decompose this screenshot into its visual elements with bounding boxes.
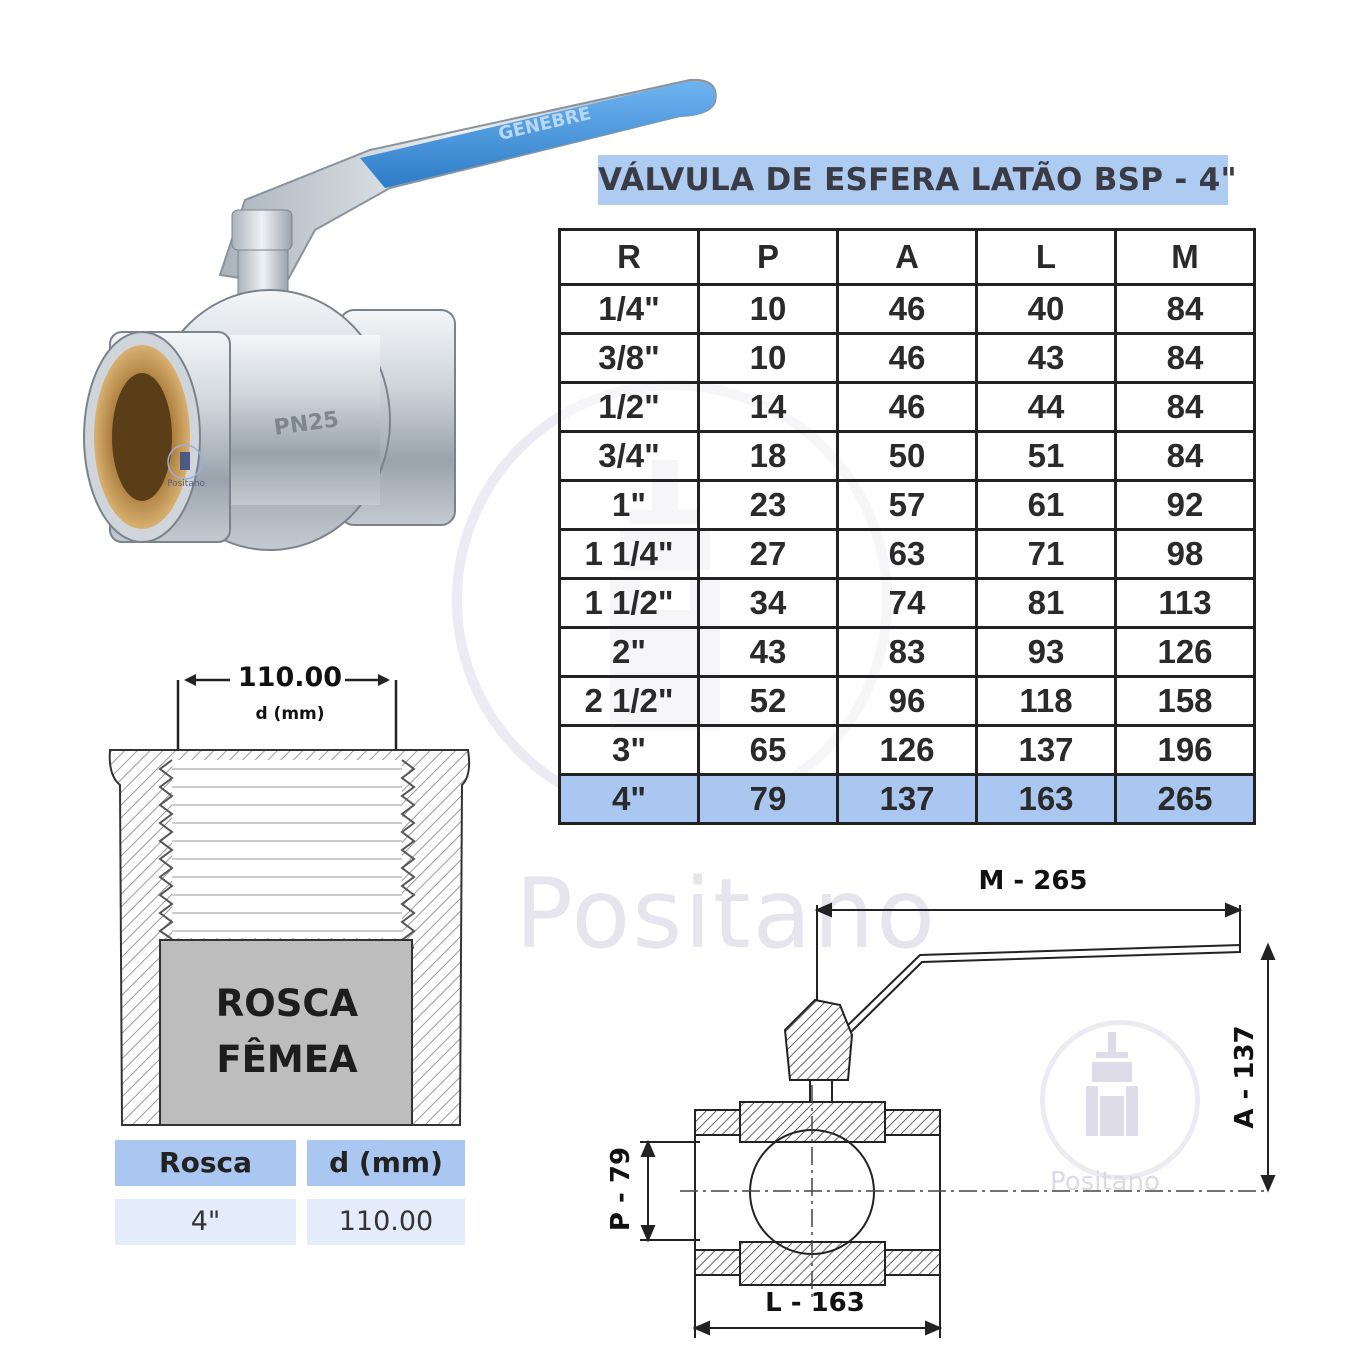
thread-table-header-rosca: Rosca [115,1140,296,1186]
spec-cell: 84 [1114,332,1256,384]
thread-table-cell-rosca: 4" [115,1199,296,1245]
thread-diameter-unit: d (mm) [255,704,325,724]
spec-cell: 46 [836,381,978,433]
spec-cell: 52 [697,675,839,727]
spec-cell: 265 [1114,773,1256,825]
dimension-p-label: P - 79 [606,1146,636,1232]
spec-cell: 84 [1114,283,1256,335]
spec-header-cell: P [697,228,839,286]
ball-valve-photo: GENEBRE PN25 [83,78,717,551]
thread-diameter-value: 110.00 [237,662,343,693]
spec-cell: 18 [697,430,839,482]
spec-cell: 34 [697,577,839,629]
spec-cell: 14 [697,381,839,433]
spec-cell: 1" [558,479,700,531]
spec-cell: 196 [1114,724,1256,776]
spec-cell: 65 [697,724,839,776]
spec-cell: 79 [697,773,839,825]
spec-cell: 51 [975,430,1117,482]
spec-header-cell: L [975,228,1117,286]
spec-cell: 1 1/4" [558,528,700,580]
spec-cell: 23 [697,479,839,531]
spec-header-cell: R [558,228,700,286]
thread-type-label-1: ROSCA [215,982,359,1025]
dimension-m-label: M - 265 [978,866,1088,896]
watermark-valve-icon-small [1086,1032,1138,1136]
spec-cell: 158 [1114,675,1256,727]
spec-cell: 3/4" [558,430,700,482]
spec-cell: 96 [836,675,978,727]
spec-cell: 46 [836,283,978,335]
spec-cell: 84 [1114,381,1256,433]
spec-cell: 43 [975,332,1117,384]
spec-cell: 83 [836,626,978,678]
photo-brand-label: Positano [167,479,206,489]
spec-cell: 2" [558,626,700,678]
spec-cell: 84 [1114,430,1256,482]
spec-cell: 163 [975,773,1117,825]
watermark-text: Positano [515,858,937,970]
spec-cell: 3" [558,724,700,776]
spec-cell: 1/4" [558,283,700,335]
spec-cell: 10 [697,332,839,384]
dimension-l-label: L - 163 [765,1288,865,1318]
spec-cell: 40 [975,283,1117,335]
valve-technical-drawing [640,902,1276,1338]
spec-cell: 74 [836,577,978,629]
spec-cell: 81 [975,577,1117,629]
spec-cell: 61 [975,479,1117,531]
spec-cell: 57 [836,479,978,531]
spec-cell: 2 1/2" [558,675,700,727]
spec-cell: 137 [836,773,978,825]
page-title: VÁLVULA DE ESFERA LATÃO BSP - 4" [598,155,1237,205]
spec-cell: 1 1/2" [558,577,700,629]
spec-cell: 126 [1114,626,1256,678]
spec-cell: 10 [697,283,839,335]
spec-cell: 113 [1114,577,1256,629]
spec-cell: 4" [558,773,700,825]
spec-cell: 1/2" [558,381,700,433]
thread-section-diagram [108,674,471,1126]
thread-table-cell-diameter: 110.00 [307,1199,465,1245]
spec-cell: 71 [975,528,1117,580]
spec-cell: 137 [975,724,1117,776]
watermark-ring-small [1040,1020,1200,1180]
dimension-a-label: A - 137 [1230,1025,1260,1129]
spec-cell: 46 [836,332,978,384]
spec-cell: 27 [697,528,839,580]
spec-cell: 118 [975,675,1117,727]
spec-cell: 50 [836,430,978,482]
spec-cell: 3/8" [558,332,700,384]
watermark-text-small: Positano [1050,1167,1160,1197]
spec-cell: 126 [836,724,978,776]
thread-type-label-2: FÊMEA [216,1038,358,1081]
spec-cell: 43 [697,626,839,678]
thread-table-header-diameter: d (mm) [307,1140,465,1186]
spec-header-cell: M [1114,228,1256,286]
spec-cell: 93 [975,626,1117,678]
spec-cell: 98 [1114,528,1256,580]
spec-cell: 63 [836,528,978,580]
spec-cell: 44 [975,381,1117,433]
spec-cell: 92 [1114,479,1256,531]
spec-header-cell: A [836,228,978,286]
spec-table-header-row: R P A L M [558,228,1256,286]
